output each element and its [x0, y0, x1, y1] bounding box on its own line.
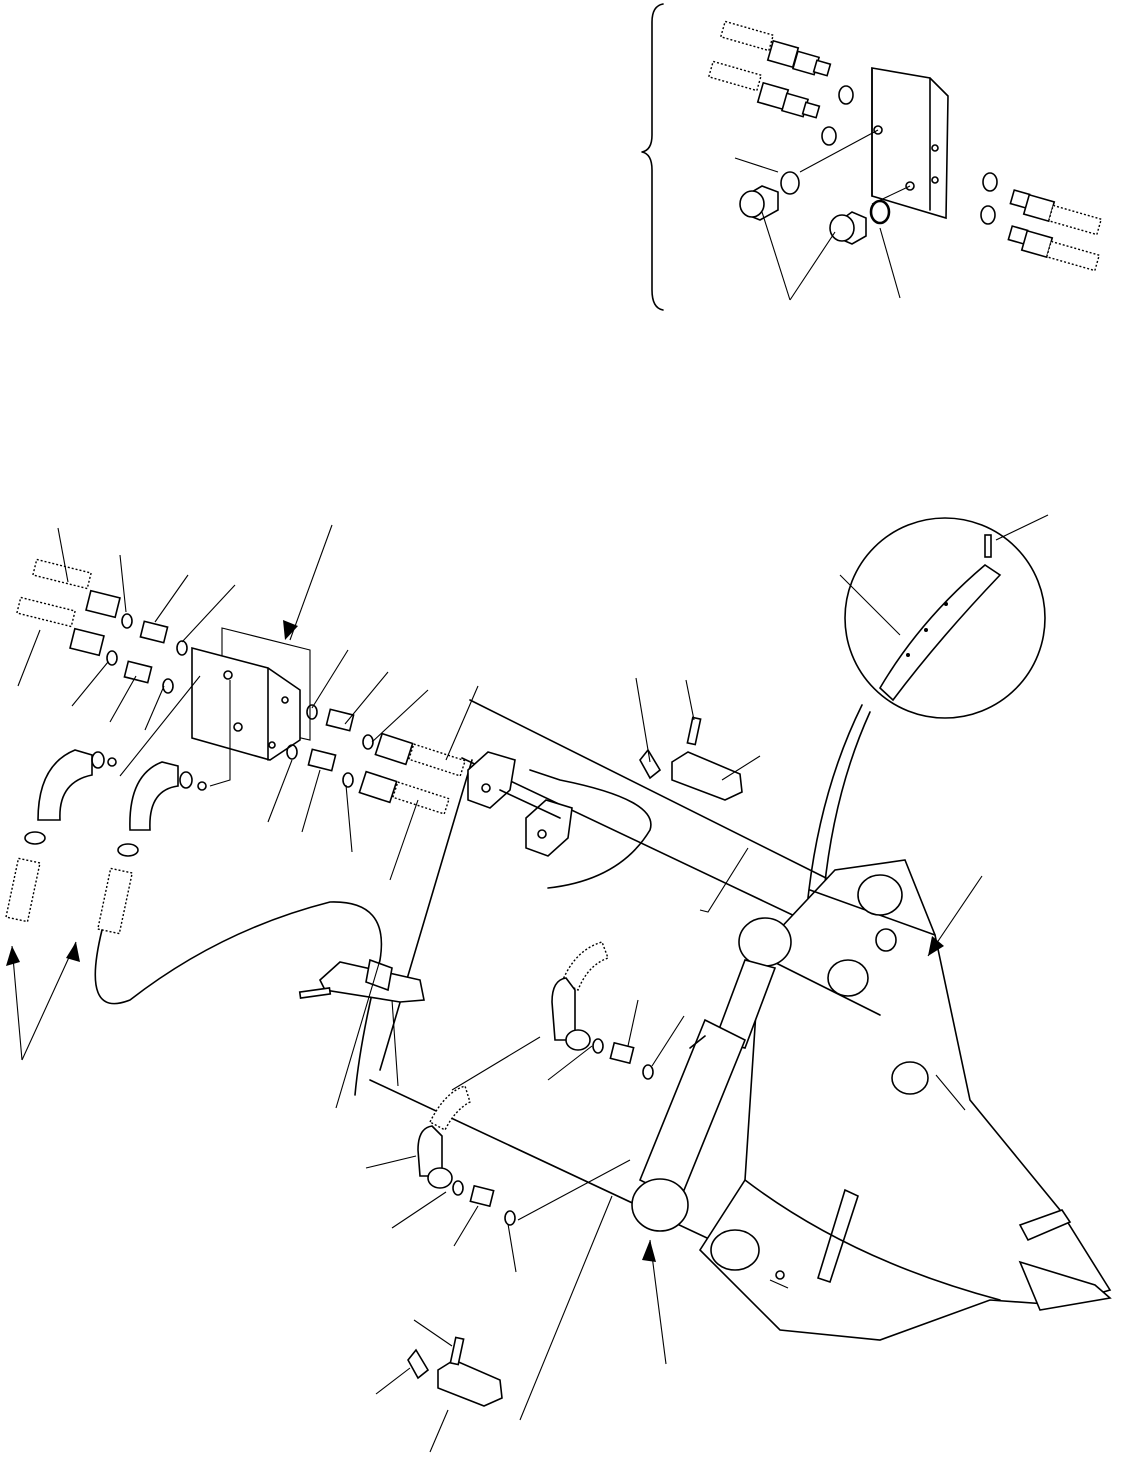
main-assembly	[5, 514, 1112, 1453]
elbow-right	[96, 761, 207, 935]
inset-hose-lower-left	[707, 60, 837, 146]
inset-manifold-block	[799, 67, 949, 220]
fitting-right-upper	[306, 704, 467, 777]
elbow-left	[5, 749, 117, 923]
inset-plug-right	[829, 199, 891, 245]
inset-hose-lower-right	[980, 205, 1101, 272]
pin-upper	[639, 716, 743, 801]
hose-upper	[32, 558, 188, 656]
inset-hose-upper-left	[719, 20, 854, 105]
detail-circle-wear-strip	[839, 514, 1049, 719]
clamp-block-2	[525, 799, 573, 857]
elbow-low	[417, 1085, 516, 1226]
hydraulic-cylinder	[631, 917, 792, 1232]
fitting-right-lower	[286, 744, 451, 815]
inset-hose-upper-right	[982, 172, 1103, 236]
clamp-block-1	[467, 751, 516, 809]
elbow-mid	[551, 941, 654, 1080]
arrowheads	[6, 620, 944, 1262]
hose-bracket	[298, 958, 425, 1003]
pin-lower	[407, 1336, 503, 1407]
inset-bracket	[641, 3, 664, 311]
hose-lower	[16, 596, 174, 694]
inset-plug-left	[739, 171, 800, 221]
leader-lines	[11, 524, 983, 1453]
manifold-block	[191, 627, 311, 761]
detail-inset	[641, 3, 1103, 311]
